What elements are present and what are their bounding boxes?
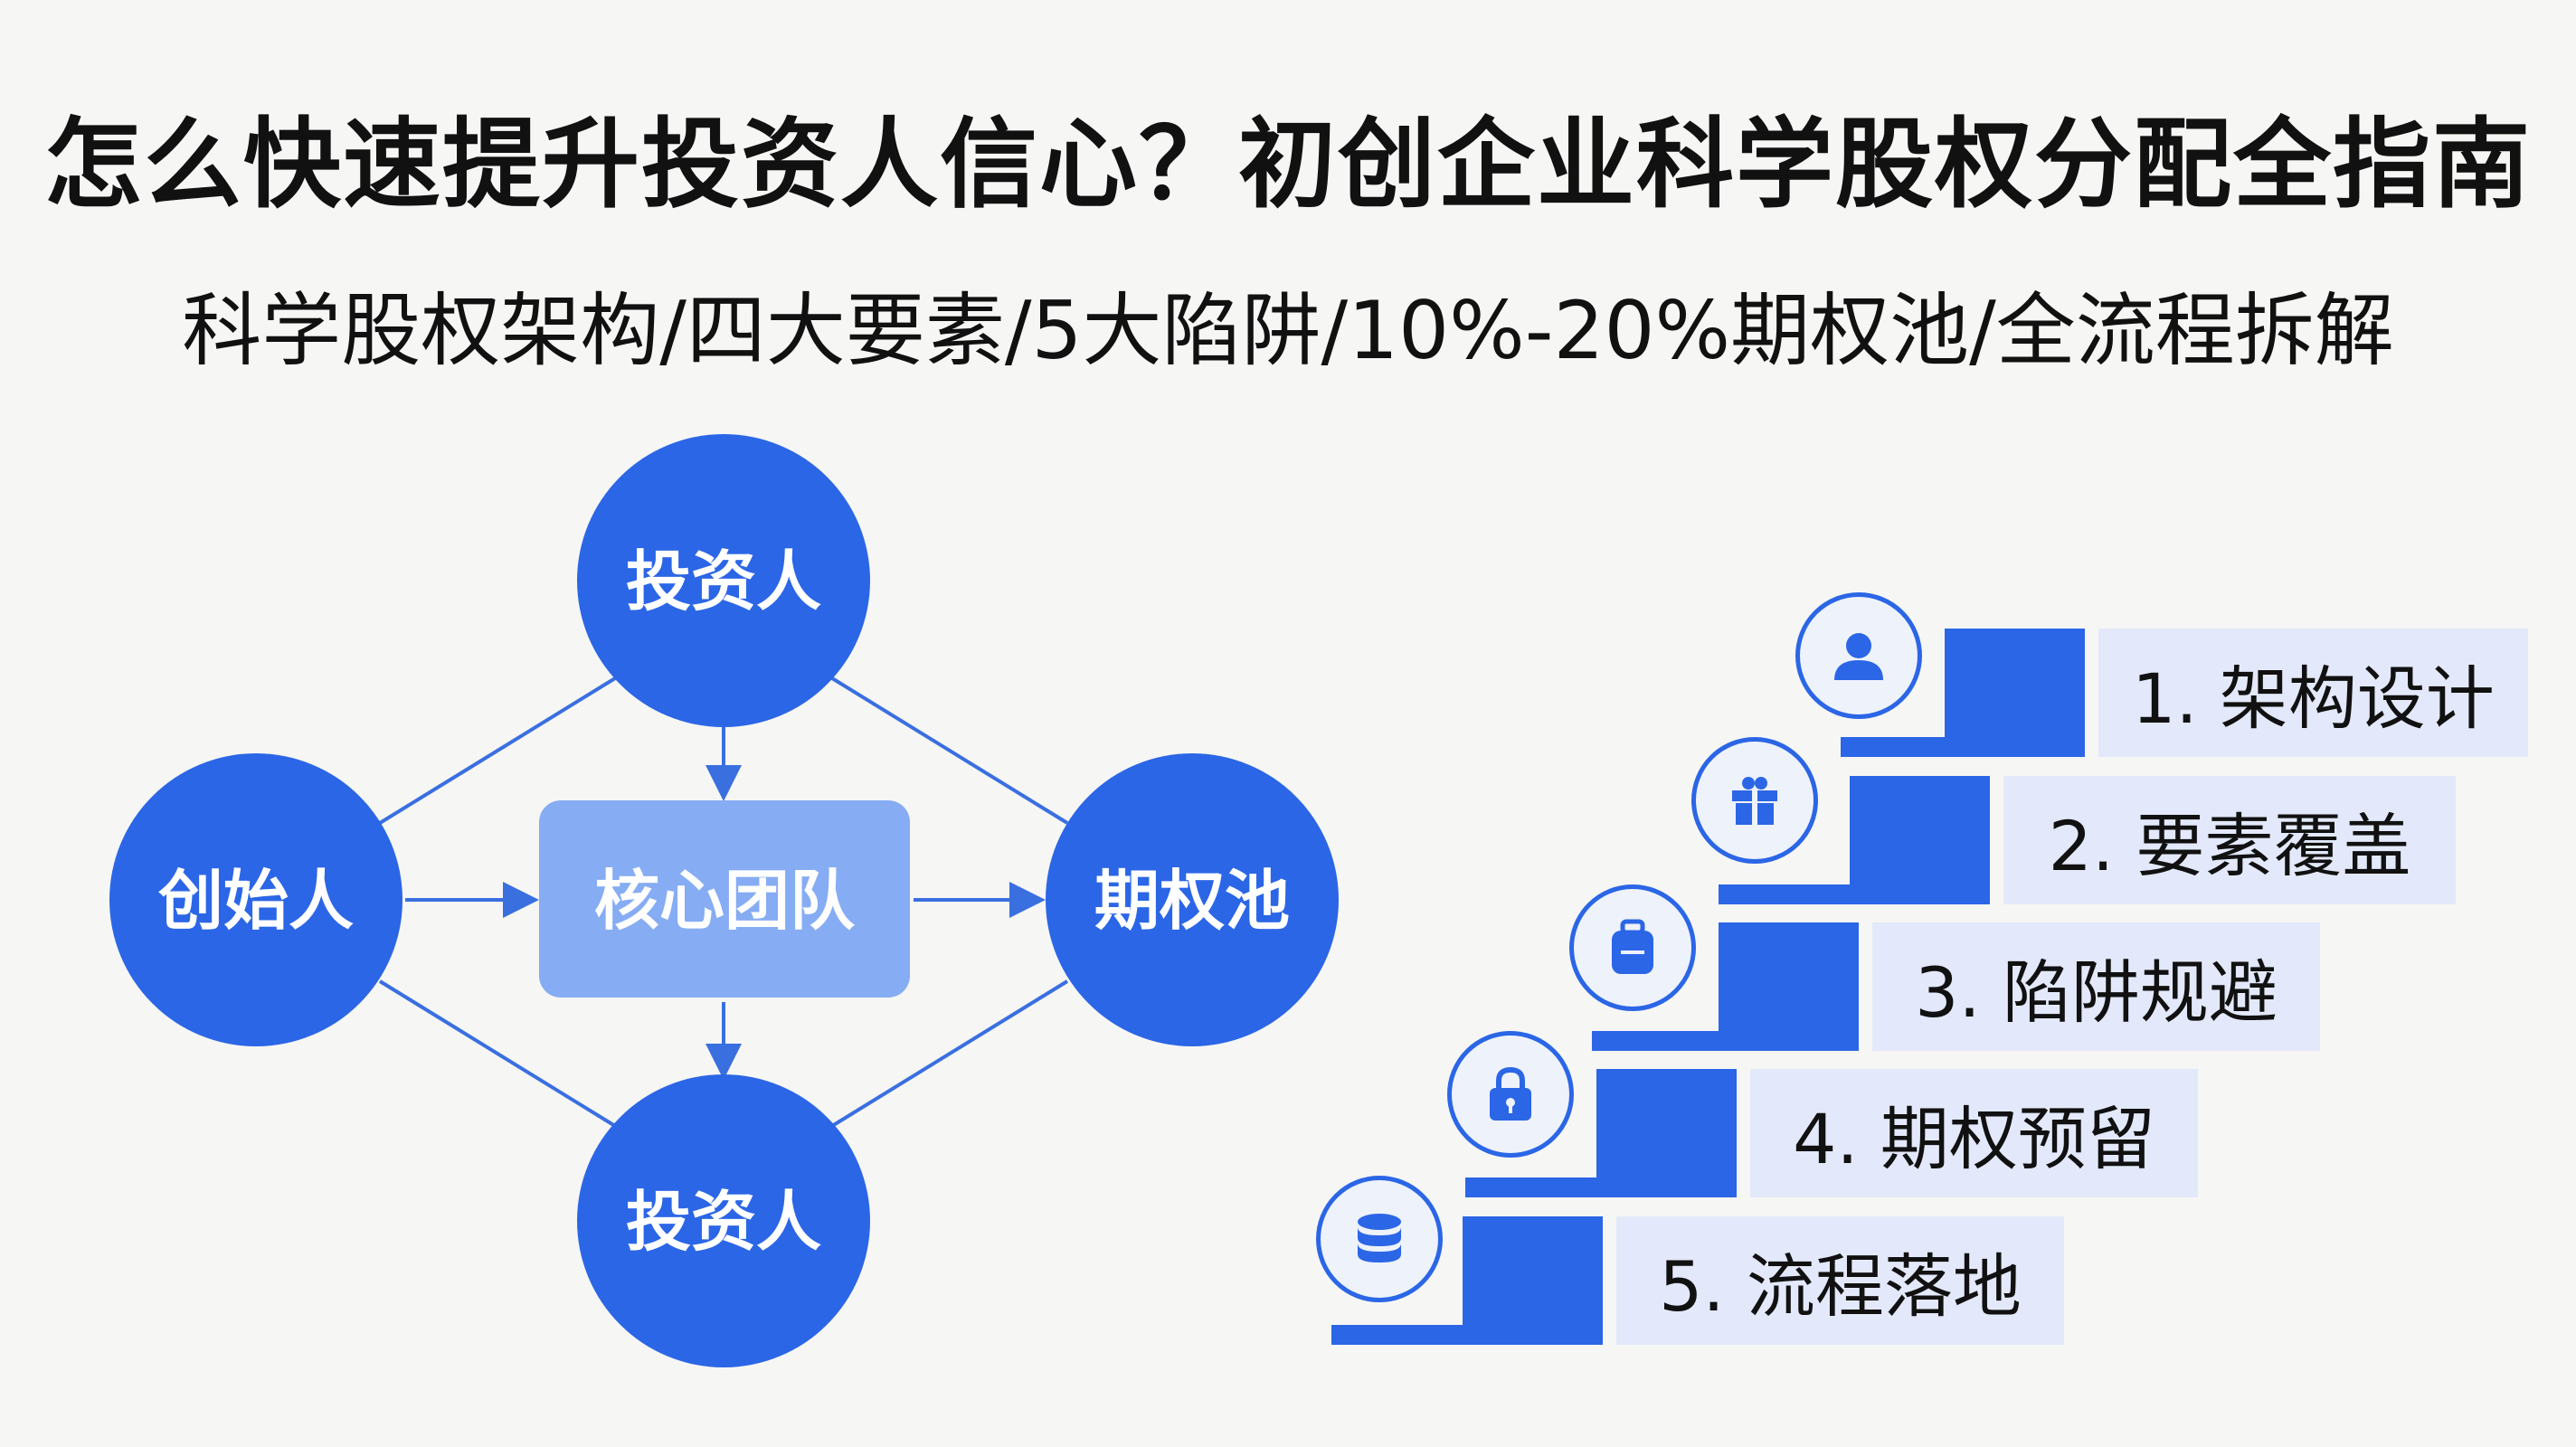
backpack-icon xyxy=(1569,884,1696,1011)
node-founder-label: 创始人 xyxy=(158,863,354,939)
step-4-block xyxy=(1596,1069,1737,1197)
page-subtitle: 科学股权架构/四大要素/5大陷阱/10%-20%期权池/全流程拆解 xyxy=(182,284,2394,377)
connector-bottom-right xyxy=(830,979,1069,1128)
step-3-label: 3. 陷阱规避 xyxy=(1872,922,2320,1051)
step-5-label: 5. 流程落地 xyxy=(1616,1216,2064,1345)
step-3-block xyxy=(1719,922,1859,1051)
node-founder xyxy=(109,753,402,1046)
step-2-label: 2. 要素覆盖 xyxy=(2003,776,2456,904)
node-bottom-investor xyxy=(577,1074,870,1367)
step-2-block xyxy=(1850,776,1990,904)
step-5-block xyxy=(1463,1216,1603,1345)
node-core-team-label: 核心团队 xyxy=(594,863,856,939)
node-bottom-investor-label: 投资人 xyxy=(626,1184,821,1260)
connector-top-right xyxy=(830,676,1069,825)
gift-icon xyxy=(1691,737,1818,864)
step-1-label: 1. 架构设计 xyxy=(2098,629,2528,757)
page-title: 怎么快速提升投资人信心？初创企业科学股权分配全指南 xyxy=(43,109,2532,222)
step-1-block xyxy=(1945,629,2085,757)
connector-bottom-left xyxy=(378,979,617,1128)
connector-top-left xyxy=(378,676,617,825)
step-4-label: 4. 期权预留 xyxy=(1750,1069,2198,1197)
database-icon xyxy=(1316,1176,1443,1302)
node-option-pool-label: 期权池 xyxy=(1094,863,1290,939)
node-top-investor-label: 投资人 xyxy=(626,544,821,619)
node-option-pool xyxy=(1046,753,1339,1046)
user-icon xyxy=(1795,592,1922,719)
node-core-team xyxy=(539,800,910,998)
lock-icon xyxy=(1447,1031,1574,1158)
node-top-investor xyxy=(577,434,870,727)
